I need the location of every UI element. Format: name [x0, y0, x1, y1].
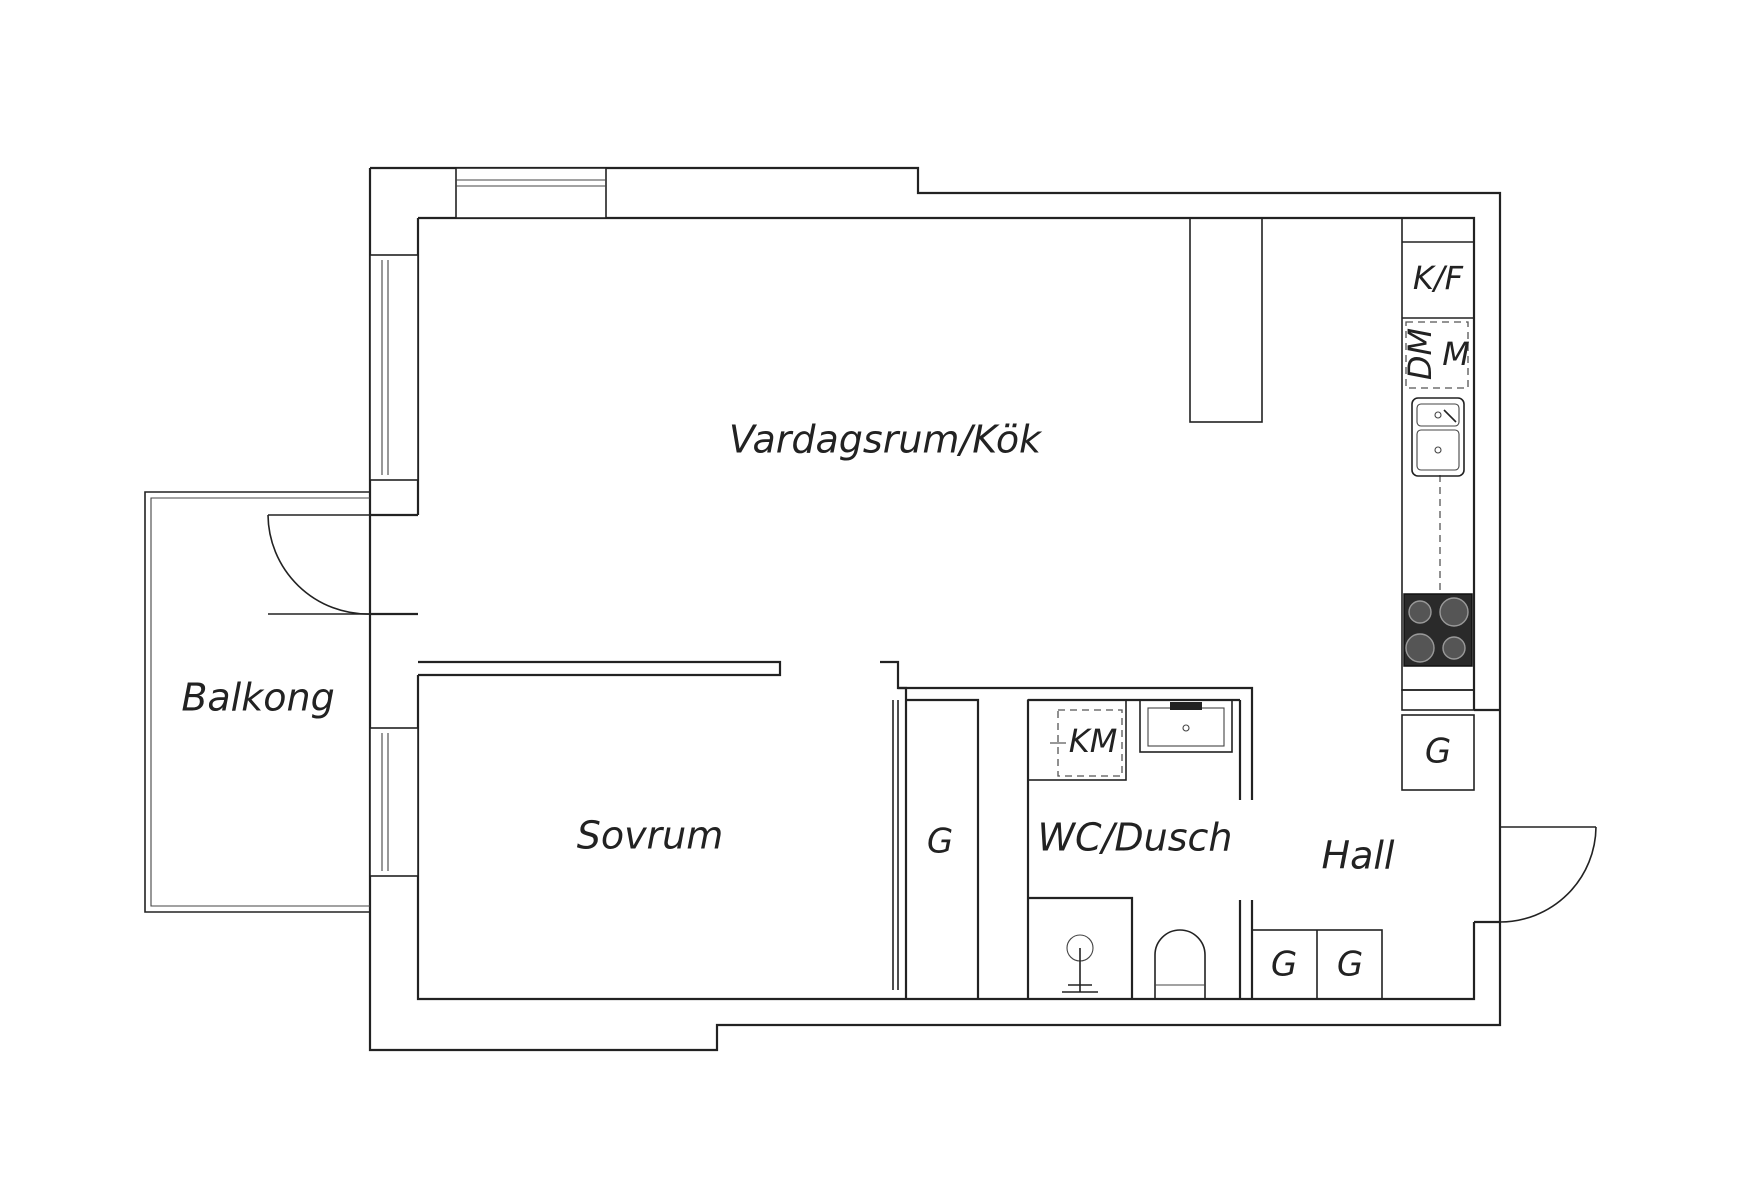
outer-wall [368, 166, 1502, 1052]
balcony-outline [144, 491, 418, 913]
dishwasher-label: DM [1401, 328, 1439, 380]
window-top [455, 167, 607, 219]
balcony-label: Balkong [181, 676, 334, 720]
toilet [1154, 929, 1206, 1000]
balcony-door [267, 514, 371, 615]
bedroom-label: Sovrum [577, 814, 724, 858]
stove [1403, 593, 1473, 667]
bathroom-sink [1139, 699, 1233, 753]
shower [1028, 896, 1134, 999]
hall-label: Hall [1322, 834, 1395, 878]
hall-wardrobe-upper: G [1401, 689, 1475, 791]
washing-machine-label: KM [1069, 722, 1118, 760]
bedroom-wardrobe-label: G [927, 822, 953, 862]
living-kitchen-label: Vardagsrum/Kök [729, 418, 1043, 462]
washing-machine: KM [1027, 699, 1127, 781]
dishwasher-microwave: DM M [1401, 321, 1470, 389]
fridge-freezer: K/F [1413, 259, 1464, 297]
microwave-label: M [1442, 335, 1470, 373]
kitchen-sink [1411, 397, 1465, 477]
fridge-freezer-label: K/F [1413, 259, 1464, 297]
window-left-upper [369, 254, 419, 481]
bathroom-label: WC/Dusch [1037, 816, 1232, 860]
wardrobe-sliding-door [892, 700, 899, 990]
window-left-lower [369, 727, 419, 877]
kitchen-island [1189, 217, 1263, 423]
hall-wardrobe-left-label: G [1271, 945, 1297, 985]
entrance-door [1474, 708, 1597, 924]
hall-wardrobe-upper-label: G [1425, 732, 1451, 772]
hall-wardrobes-lower: G G [1251, 929, 1383, 1000]
hall-wardrobe-right-label: G [1337, 945, 1363, 985]
